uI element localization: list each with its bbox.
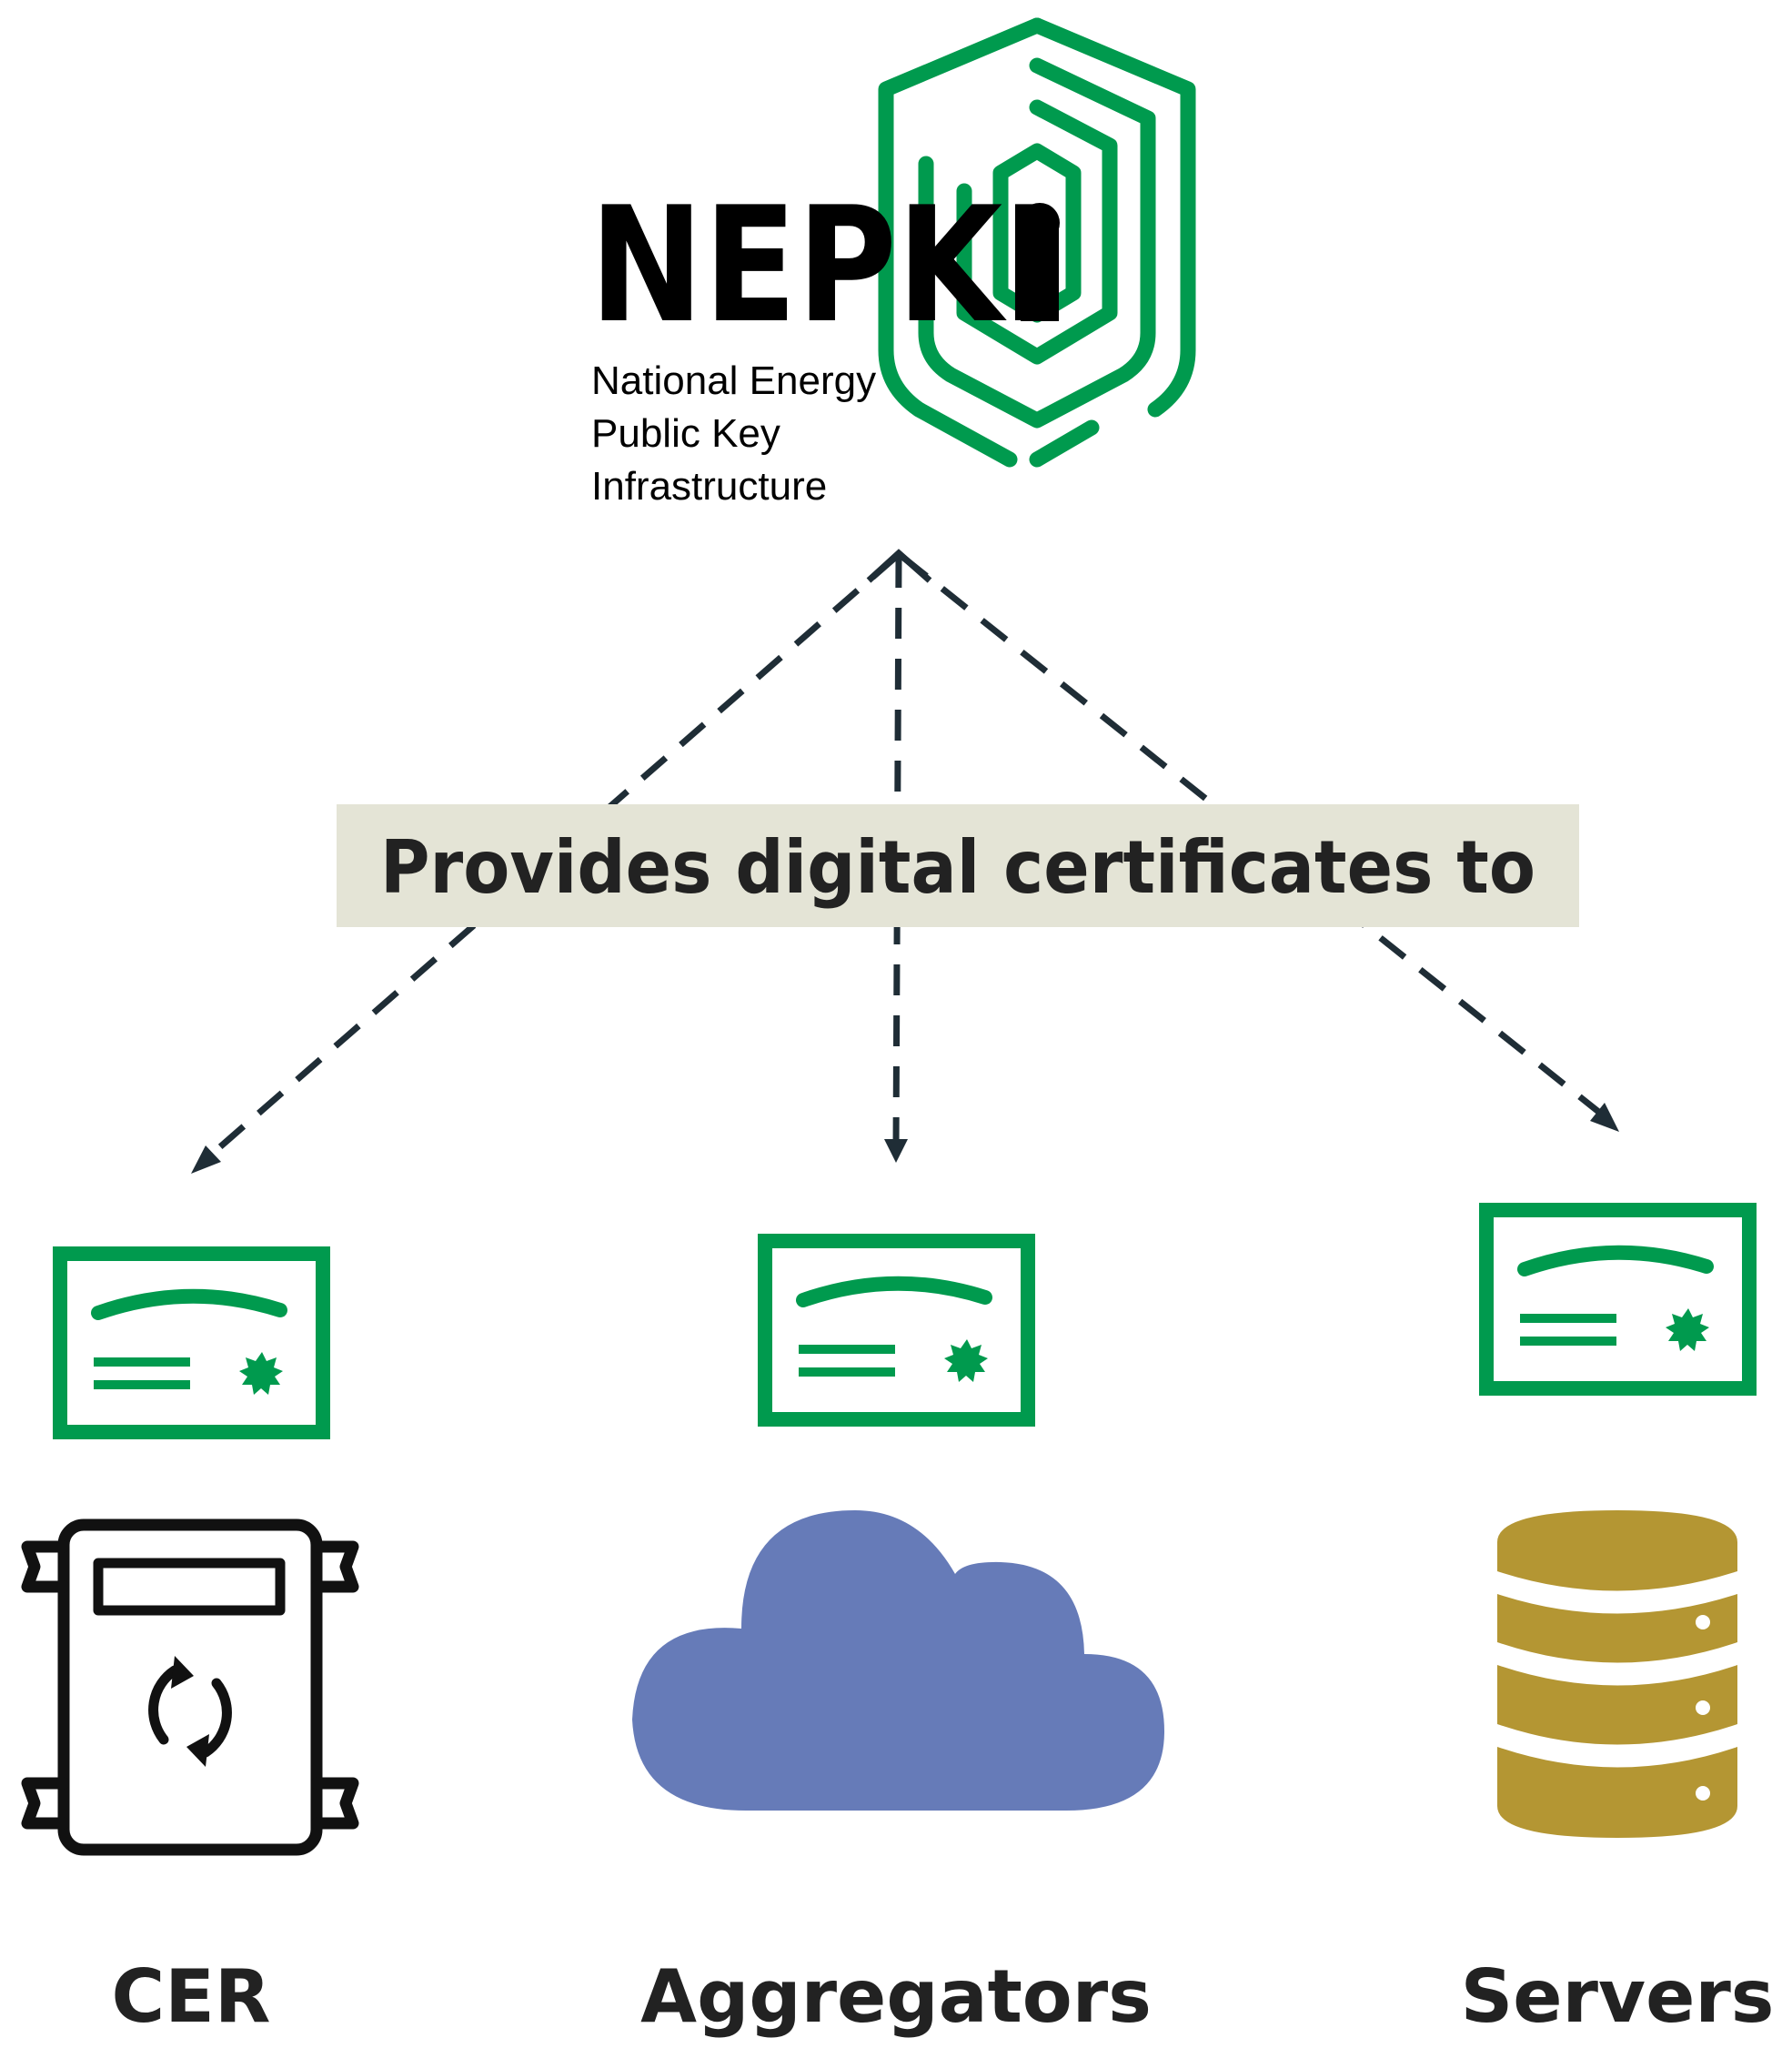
database-icon xyxy=(1497,1510,1737,1838)
arrowhead-servers xyxy=(1590,1103,1619,1132)
cloud-icon xyxy=(632,1510,1164,1811)
certificate-icon xyxy=(53,1246,330,1439)
node-label-servers: Servers xyxy=(1461,1954,1775,2039)
banner-background xyxy=(337,804,1579,927)
logo-subtitle-line-2: Public Key xyxy=(591,411,780,456)
nepki-logo: NEPKI National Energy Public Key Infrast… xyxy=(589,17,1196,509)
certificate-icon xyxy=(758,1234,1035,1427)
node-label-cer: CER xyxy=(112,1954,271,2039)
arrowhead-cer xyxy=(191,1145,221,1174)
shield-icon xyxy=(878,17,1196,468)
keyhole-icon xyxy=(1020,203,1060,321)
refresh-arrowhead xyxy=(186,1734,209,1767)
node-label-aggregators: Aggregators xyxy=(640,1954,1152,2039)
refresh-arrowhead xyxy=(171,1656,194,1689)
banner-text: Provides digital certificates to xyxy=(380,825,1535,910)
banner: Provides digital certificates to xyxy=(337,804,1579,927)
logo-wordmark: NEPKI xyxy=(589,174,1053,358)
logo-subtitle-line-1: National Energy xyxy=(591,358,876,403)
arrowhead-aggregators xyxy=(884,1139,908,1163)
arrowhead-top xyxy=(866,549,932,583)
logo-subtitle-line-3: Infrastructure xyxy=(591,464,827,509)
certificate-icon xyxy=(1479,1203,1757,1396)
meter-icon xyxy=(21,1518,359,1856)
